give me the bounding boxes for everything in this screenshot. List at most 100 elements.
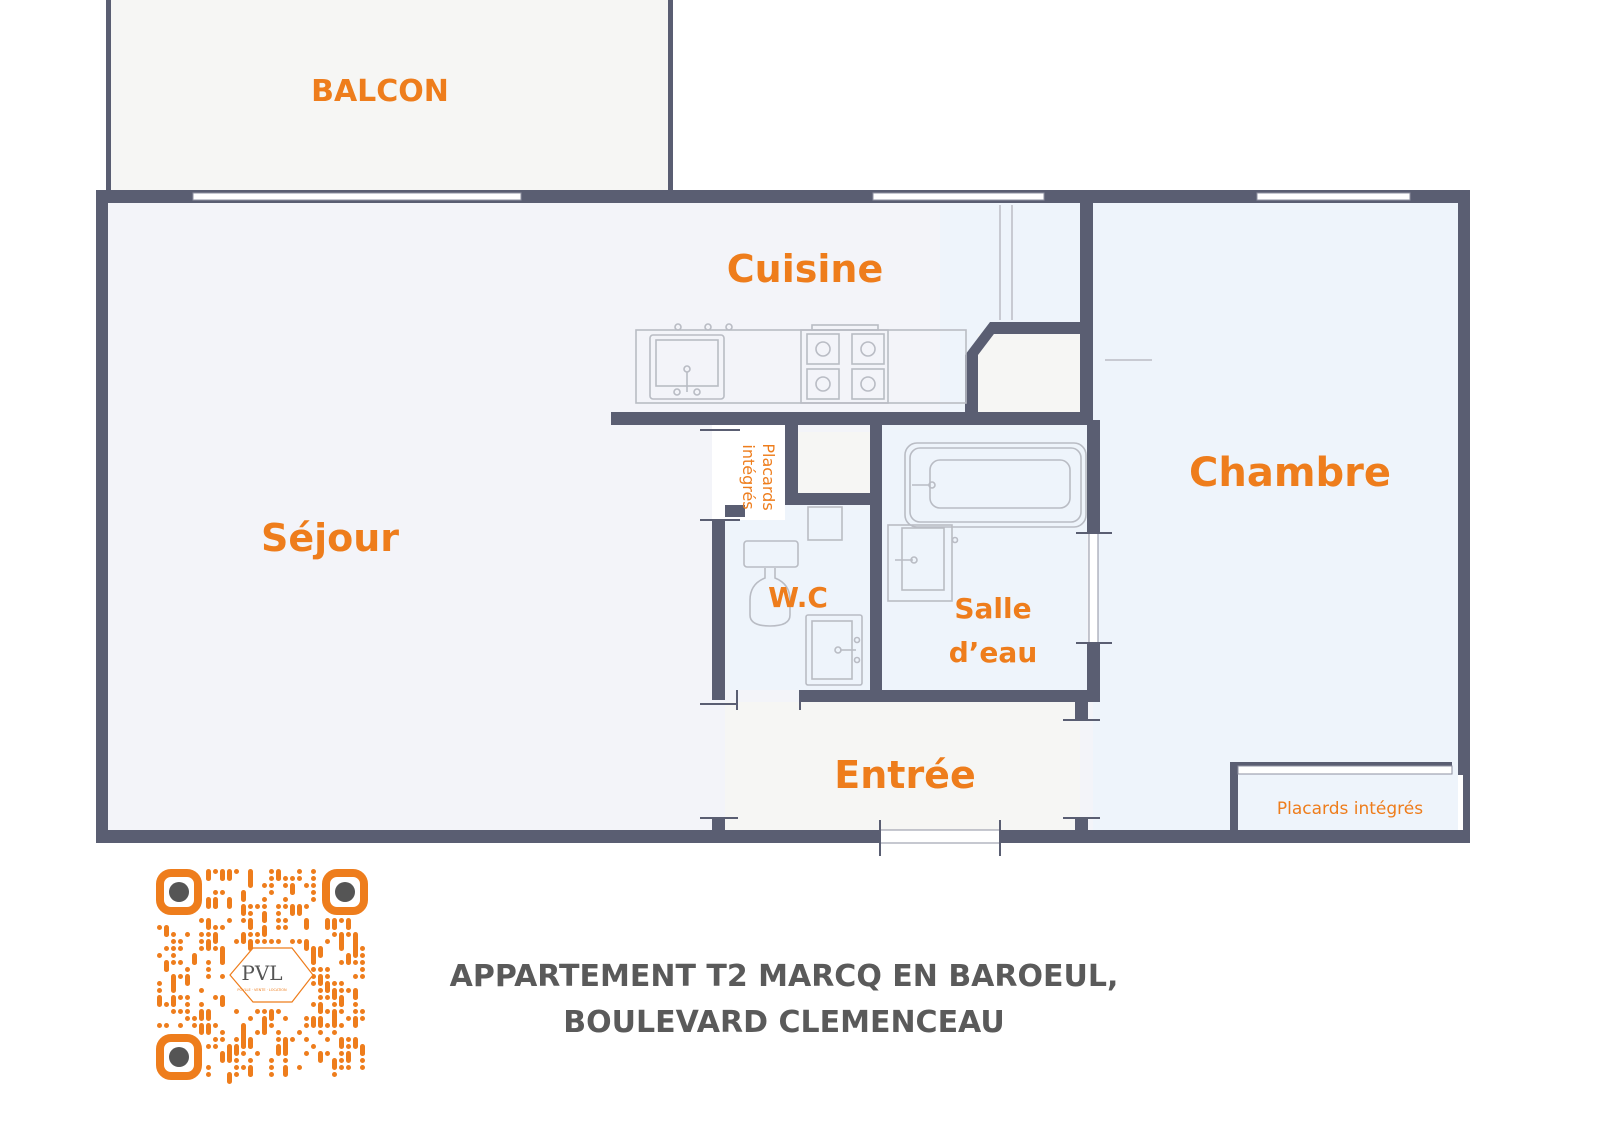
qr-module bbox=[269, 890, 274, 895]
qr-module bbox=[255, 1051, 260, 1056]
qr-module bbox=[185, 1016, 190, 1021]
qr-module bbox=[346, 932, 351, 937]
qr-module bbox=[283, 1051, 288, 1056]
qr-module bbox=[192, 960, 197, 965]
qr-module bbox=[220, 1037, 225, 1042]
qr-module bbox=[248, 939, 253, 951]
qr-module bbox=[199, 946, 204, 951]
qr-module bbox=[360, 1051, 365, 1056]
qr-module bbox=[346, 1065, 351, 1070]
qr-module bbox=[199, 988, 204, 993]
qr-module bbox=[332, 1030, 337, 1035]
qr-module bbox=[339, 988, 344, 993]
qr-module bbox=[255, 939, 260, 944]
qr-module bbox=[206, 1072, 211, 1077]
qr-module bbox=[297, 939, 302, 944]
qr-module bbox=[318, 1016, 323, 1028]
qr-module bbox=[353, 1002, 358, 1007]
room-label-cuisine: Cuisine bbox=[727, 247, 883, 291]
qr-module bbox=[178, 995, 183, 1000]
placards-couloir-floor bbox=[712, 425, 785, 520]
title-line-1: APPARTEMENT T2 MARCQ EN BAROEUL, bbox=[450, 959, 1119, 994]
qr-module bbox=[192, 1023, 197, 1028]
qr-module bbox=[304, 1016, 309, 1021]
qr-module bbox=[311, 1044, 316, 1049]
qr-module bbox=[346, 1051, 351, 1063]
qr-module bbox=[325, 939, 330, 944]
qr-module bbox=[276, 876, 281, 881]
qr-module bbox=[157, 988, 162, 993]
qr-module bbox=[171, 939, 176, 944]
qr-module bbox=[325, 1009, 330, 1014]
qr-module bbox=[164, 932, 169, 937]
qr-code: PVL POVLLE · VENTE · LOCATION bbox=[156, 869, 368, 1084]
qr-module bbox=[248, 925, 253, 930]
qr-module bbox=[185, 974, 190, 986]
qr-module bbox=[171, 946, 176, 951]
qr-module bbox=[206, 876, 211, 881]
qr-module bbox=[241, 1065, 246, 1070]
qr-module bbox=[283, 925, 288, 930]
qr-module bbox=[325, 974, 330, 979]
qr-module bbox=[178, 1023, 183, 1028]
qr-module bbox=[332, 1072, 337, 1077]
qr-module bbox=[332, 925, 337, 930]
qr-module bbox=[255, 932, 260, 937]
qr-module bbox=[262, 904, 267, 909]
qr-module bbox=[234, 1065, 239, 1070]
qr-module bbox=[276, 1030, 281, 1035]
qr-module bbox=[332, 995, 337, 1000]
qr-module bbox=[318, 1030, 323, 1035]
qr-module bbox=[318, 1051, 323, 1063]
qr-module bbox=[185, 932, 190, 937]
qr-module bbox=[213, 890, 218, 895]
qr-module bbox=[276, 925, 281, 930]
room-label-chambre: Chambre bbox=[1189, 450, 1391, 496]
qr-module bbox=[332, 1016, 337, 1028]
qr-module bbox=[318, 988, 323, 993]
qr-module bbox=[206, 918, 211, 930]
qr-module bbox=[311, 1016, 316, 1028]
qr-module bbox=[199, 939, 204, 944]
qr-module bbox=[227, 897, 232, 909]
qr-module bbox=[178, 939, 183, 944]
qr-module bbox=[185, 995, 190, 1000]
qr-module bbox=[248, 932, 253, 937]
qr-module bbox=[304, 883, 309, 888]
qr-module bbox=[332, 1002, 337, 1007]
qr-module bbox=[276, 1037, 281, 1042]
qr-module bbox=[178, 960, 183, 965]
qr-module bbox=[171, 1009, 176, 1014]
svg-text:POVLLE · VENTE · LOCATION: POVLLE · VENTE · LOCATION bbox=[237, 988, 287, 992]
qr-module bbox=[325, 995, 330, 1000]
qr-module bbox=[220, 925, 225, 930]
qr-module bbox=[297, 904, 302, 916]
qr-module bbox=[311, 876, 316, 881]
walls bbox=[96, 0, 1470, 843]
room-label-balcon: BALCON bbox=[311, 74, 449, 109]
qr-module bbox=[276, 918, 281, 923]
qr-module bbox=[339, 918, 344, 923]
room-label-wc: W.C bbox=[768, 581, 828, 614]
qr-module bbox=[213, 1023, 218, 1028]
qr-module bbox=[304, 1051, 309, 1056]
qr-module bbox=[199, 932, 204, 937]
pvl-logo: PVL POVLLE · VENTE · LOCATION bbox=[229, 947, 314, 1003]
qr-module bbox=[283, 1016, 288, 1021]
qr-module bbox=[283, 1065, 288, 1077]
qr-module bbox=[234, 939, 239, 944]
qr-module bbox=[269, 1058, 274, 1063]
qr-module bbox=[171, 960, 176, 965]
qr-module bbox=[311, 960, 316, 965]
qr-module bbox=[241, 918, 246, 923]
qr-module bbox=[185, 967, 190, 972]
qr-module bbox=[241, 939, 246, 944]
qr-module bbox=[213, 946, 218, 951]
qr-module bbox=[241, 904, 246, 916]
qr-module bbox=[304, 939, 309, 951]
qr-module bbox=[346, 925, 351, 930]
qr-module bbox=[185, 1002, 190, 1007]
qr-module bbox=[269, 1072, 274, 1077]
qr-module bbox=[325, 988, 330, 993]
qr-module bbox=[234, 869, 239, 874]
